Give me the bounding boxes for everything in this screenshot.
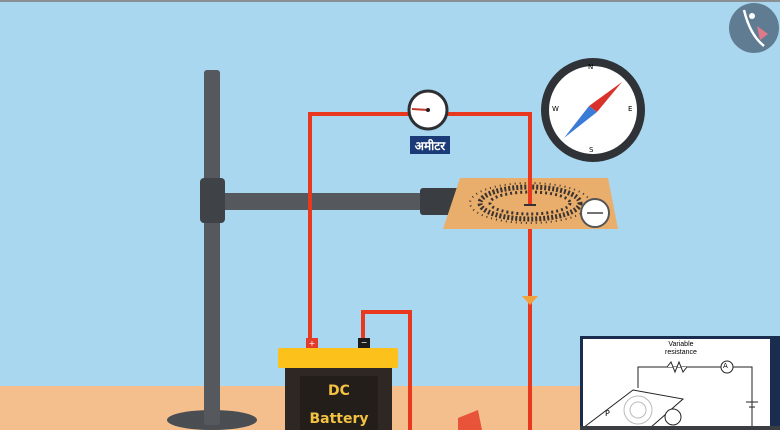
current-arrow-icon [522, 296, 538, 305]
switch [458, 410, 482, 430]
inset-diagram [580, 336, 780, 430]
ammeter-label: अमीटर [414, 139, 446, 153]
ammeter [407, 89, 449, 131]
compass-n: N [588, 63, 594, 71]
compass-w: W [552, 105, 559, 113]
ammeter-label-bg [410, 136, 450, 154]
compass [541, 58, 645, 162]
battery-label-dc: DC [328, 383, 350, 399]
compass-s: S [589, 146, 594, 154]
logo-icon [729, 3, 779, 53]
negative-sign: − [360, 338, 368, 347]
top-border [0, 0, 780, 2]
inset-ammeter: A [723, 362, 728, 370]
inset-plate-label: P [605, 409, 610, 418]
battery-label-battery: Battery [309, 411, 369, 427]
circuit-wires [308, 112, 532, 430]
dc-battery [278, 338, 398, 430]
compass-e: E [628, 105, 633, 113]
positive-sign: + [308, 339, 316, 348]
